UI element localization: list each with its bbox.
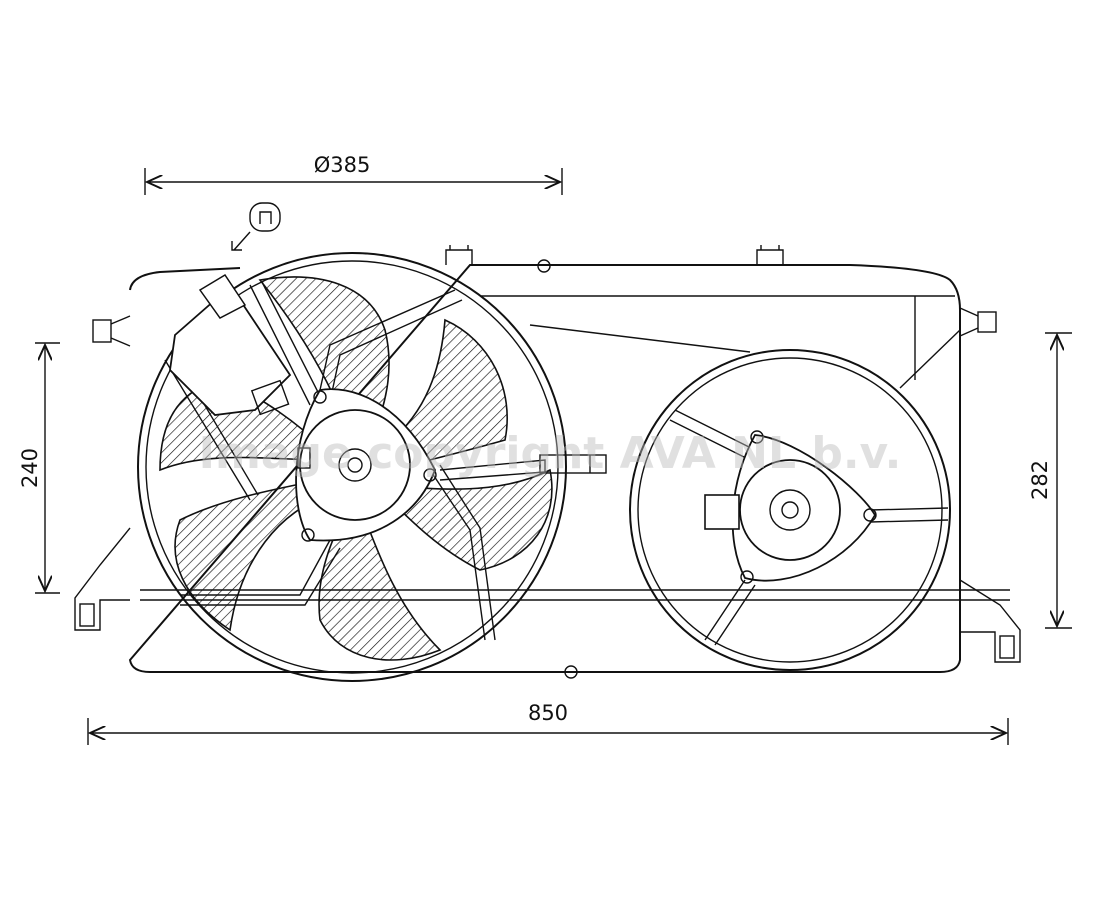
connector-symbol [231,202,281,251]
dimension-fan-diameter: Ø385 [144,153,563,195]
left-height-label: 240 [18,448,42,488]
dimension-overall-width: 850 [87,701,1009,745]
watermark: Image copyright AVA NL b.v. [199,428,902,479]
shroud-frame [74,245,1021,679]
overall-width-label: 850 [528,701,568,725]
dimension-left-height: 240 [18,342,60,594]
small-fan [629,349,951,671]
dimension-right-height: 282 [1028,332,1072,629]
large-fan [137,252,607,682]
right-height-label: 282 [1028,460,1052,500]
fan-diameter-label: Ø385 [314,153,371,177]
